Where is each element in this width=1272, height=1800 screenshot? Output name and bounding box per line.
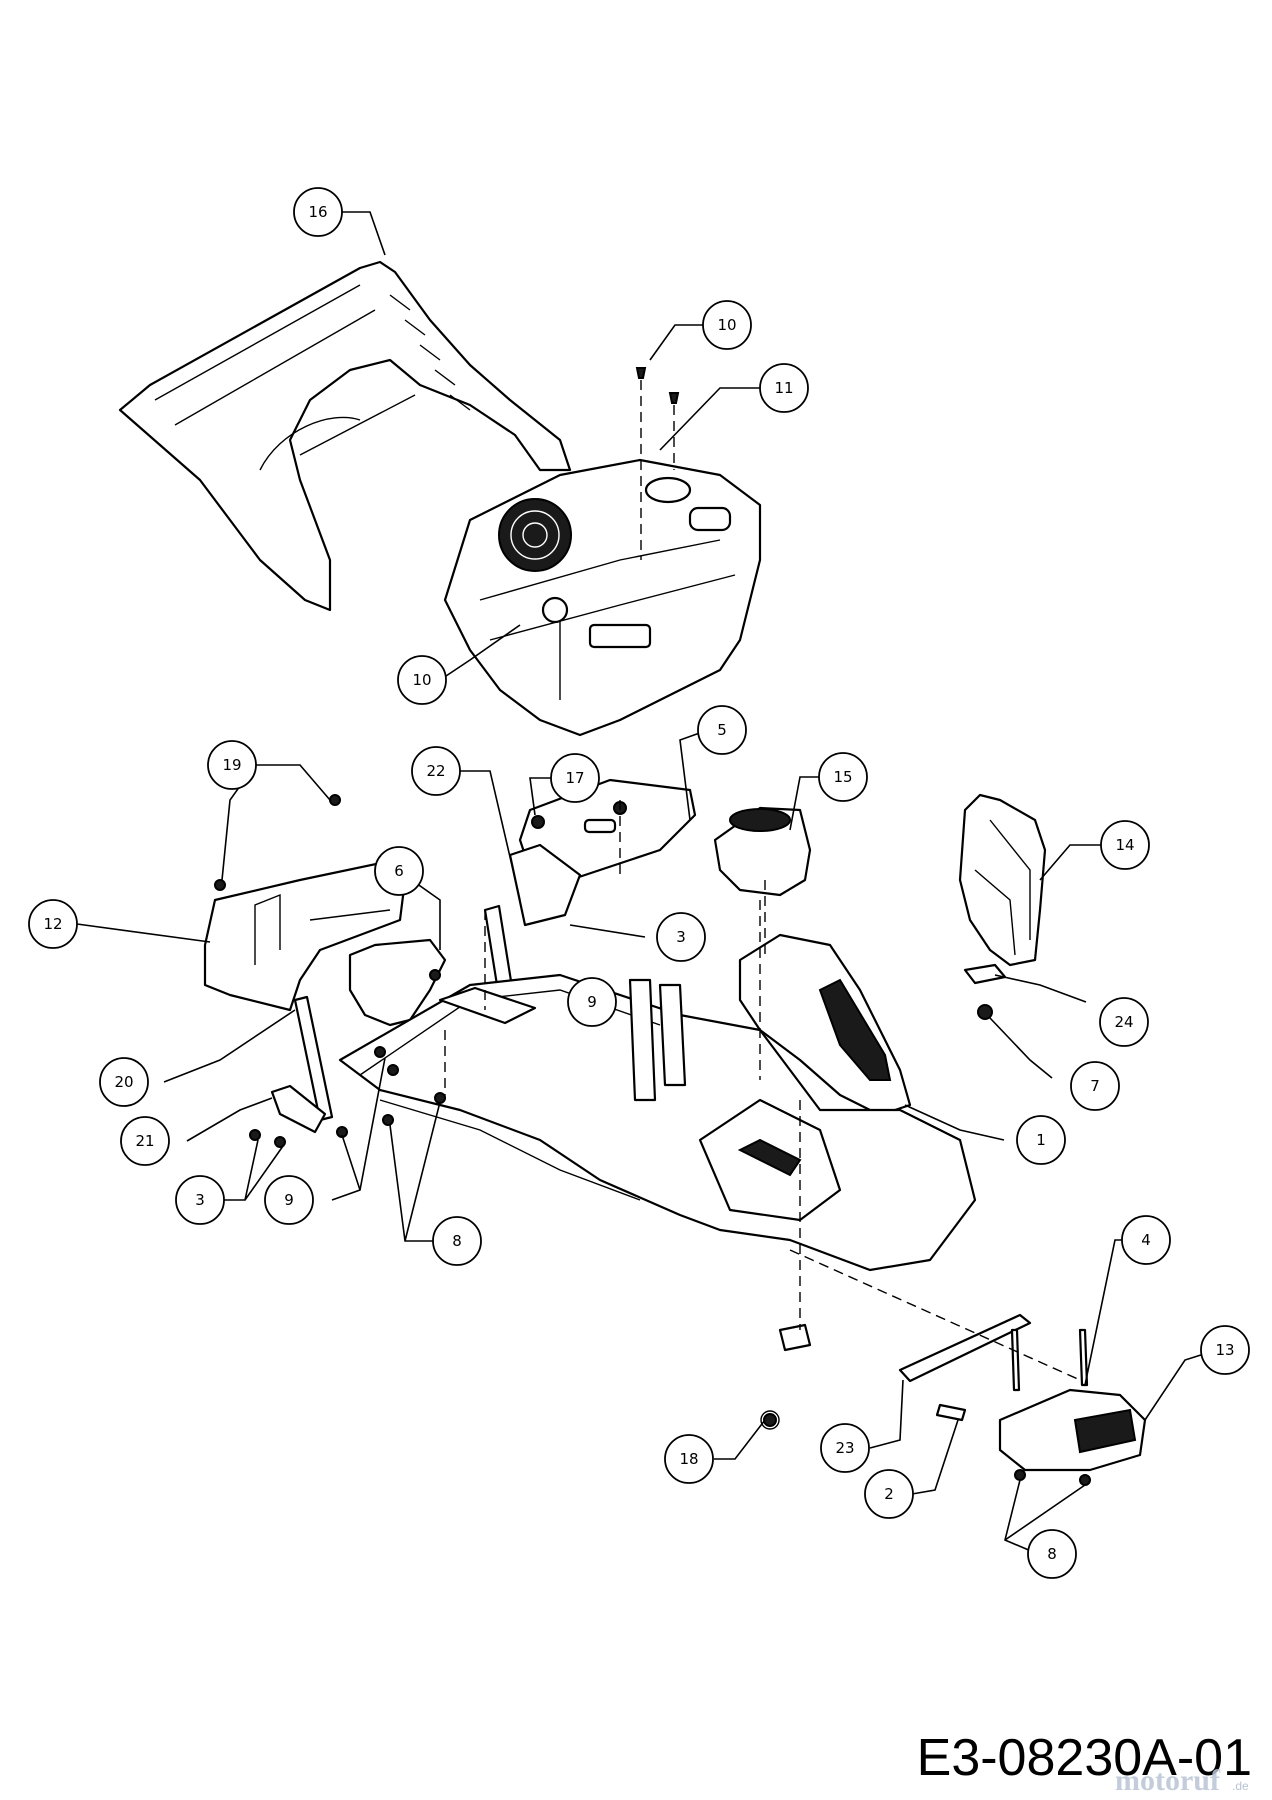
callout-8: 8	[432, 1216, 482, 1266]
fastener-screw	[429, 969, 441, 981]
callout-3: 3	[656, 912, 706, 962]
callout-14: 14	[1100, 820, 1150, 870]
svg-text:20: 20	[114, 1073, 133, 1091]
svg-text:6: 6	[394, 862, 404, 880]
fastener-nut	[531, 815, 545, 829]
svg-text:8: 8	[1047, 1545, 1057, 1563]
callout-10: 10	[702, 300, 752, 350]
fastener-screw	[329, 794, 341, 806]
callout-8: 8	[1027, 1529, 1077, 1579]
part-dashboard-hood	[443, 458, 762, 737]
callout-20: 20	[99, 1057, 149, 1107]
part-right-side-panel	[958, 793, 1047, 967]
callout-9: 9	[264, 1175, 314, 1225]
watermark-brand: motoruf	[1115, 1764, 1221, 1797]
callout-21: 21	[120, 1116, 170, 1166]
part-pin	[1078, 1328, 1089, 1387]
callout-22: 22	[411, 746, 461, 796]
callout-13: 13	[1200, 1325, 1250, 1375]
part-pin-2	[935, 1403, 967, 1422]
watermark-logo: motoruf .de	[1115, 1764, 1249, 1797]
fastener-push-pin	[668, 392, 680, 404]
drawing-code: E3-08230A-01	[917, 1729, 1252, 1787]
svg-text:14: 14	[1115, 836, 1134, 854]
svg-text:13: 13	[1215, 1341, 1234, 1359]
part-bracket-24	[963, 963, 1007, 985]
fastener-nut	[763, 1413, 777, 1427]
part-pin	[1010, 1328, 1021, 1392]
svg-text:10: 10	[412, 671, 431, 689]
fastener-screw	[374, 1046, 386, 1058]
callout-24: 24	[1099, 997, 1149, 1047]
svg-text:1: 1	[1036, 1131, 1046, 1149]
svg-text:3: 3	[195, 1191, 205, 1209]
fastener-screw	[249, 1129, 261, 1141]
svg-text:4: 4	[1141, 1231, 1151, 1249]
callout-6: 6	[374, 846, 424, 896]
part-left-shield	[203, 858, 407, 1012]
svg-text:16: 16	[308, 203, 327, 221]
svg-text:10: 10	[717, 316, 736, 334]
svg-text:23: 23	[835, 1439, 854, 1457]
part-cover-plate	[348, 938, 447, 1027]
callout-7: 7	[1070, 1061, 1120, 1111]
part-rear-hood	[118, 260, 572, 612]
callout-11: 11	[759, 363, 809, 413]
svg-text:15: 15	[833, 768, 852, 786]
svg-text:9: 9	[587, 993, 597, 1011]
callout-10: 10	[397, 655, 447, 705]
fastener-bolt	[1079, 1474, 1091, 1486]
part-front-cover	[998, 1388, 1147, 1472]
callout-3: 3	[175, 1175, 225, 1225]
callout-9: 9	[567, 977, 617, 1027]
part-bracket-21	[270, 1084, 327, 1134]
svg-text:22: 22	[426, 762, 445, 780]
fastener-screw	[382, 1114, 394, 1126]
svg-text:8: 8	[452, 1232, 462, 1250]
fastener-push-pin	[635, 367, 647, 379]
callout-19: 19	[207, 740, 257, 790]
callouts: 16 10 11 10 5 19 22 17 15 14 12 6 3 9 24…	[28, 187, 1250, 1579]
fastener-washer	[760, 1410, 780, 1430]
callout-1: 1	[1016, 1115, 1066, 1165]
svg-text:17: 17	[565, 769, 584, 787]
fastener-bolt	[1014, 1469, 1026, 1481]
svg-text:21: 21	[135, 1132, 154, 1150]
svg-text:2: 2	[884, 1485, 894, 1503]
part-main-frame	[338, 973, 977, 1352]
svg-text:11: 11	[774, 379, 793, 397]
callout-5: 5	[697, 705, 747, 755]
part-steering-cover	[713, 806, 812, 897]
callout-15: 15	[818, 752, 868, 802]
fastener-bolt	[977, 1004, 993, 1020]
svg-text:18: 18	[679, 1450, 698, 1468]
part-bar-23	[898, 1313, 1032, 1383]
callout-17: 17	[550, 753, 600, 803]
svg-text:24: 24	[1114, 1013, 1133, 1031]
fastener-screw	[387, 1064, 399, 1076]
callout-16: 16	[293, 187, 343, 237]
svg-text:5: 5	[717, 721, 727, 739]
callout-2: 2	[864, 1469, 914, 1519]
svg-text:7: 7	[1090, 1077, 1100, 1095]
fastener-screw	[434, 1092, 446, 1104]
svg-text:12: 12	[43, 915, 62, 933]
svg-text:9: 9	[284, 1191, 294, 1209]
svg-text:19: 19	[222, 756, 241, 774]
fastener-screw	[274, 1136, 286, 1148]
callout-12: 12	[28, 899, 78, 949]
svg-text:3: 3	[676, 928, 686, 946]
part-mounting-plate	[508, 778, 697, 927]
callout-23: 23	[820, 1423, 870, 1473]
part-stay-20	[293, 995, 334, 1122]
fastener-screw	[214, 879, 226, 891]
callout-18: 18	[664, 1434, 714, 1484]
callout-4: 4	[1121, 1215, 1171, 1265]
watermark-suffix: .de	[1232, 1779, 1249, 1793]
